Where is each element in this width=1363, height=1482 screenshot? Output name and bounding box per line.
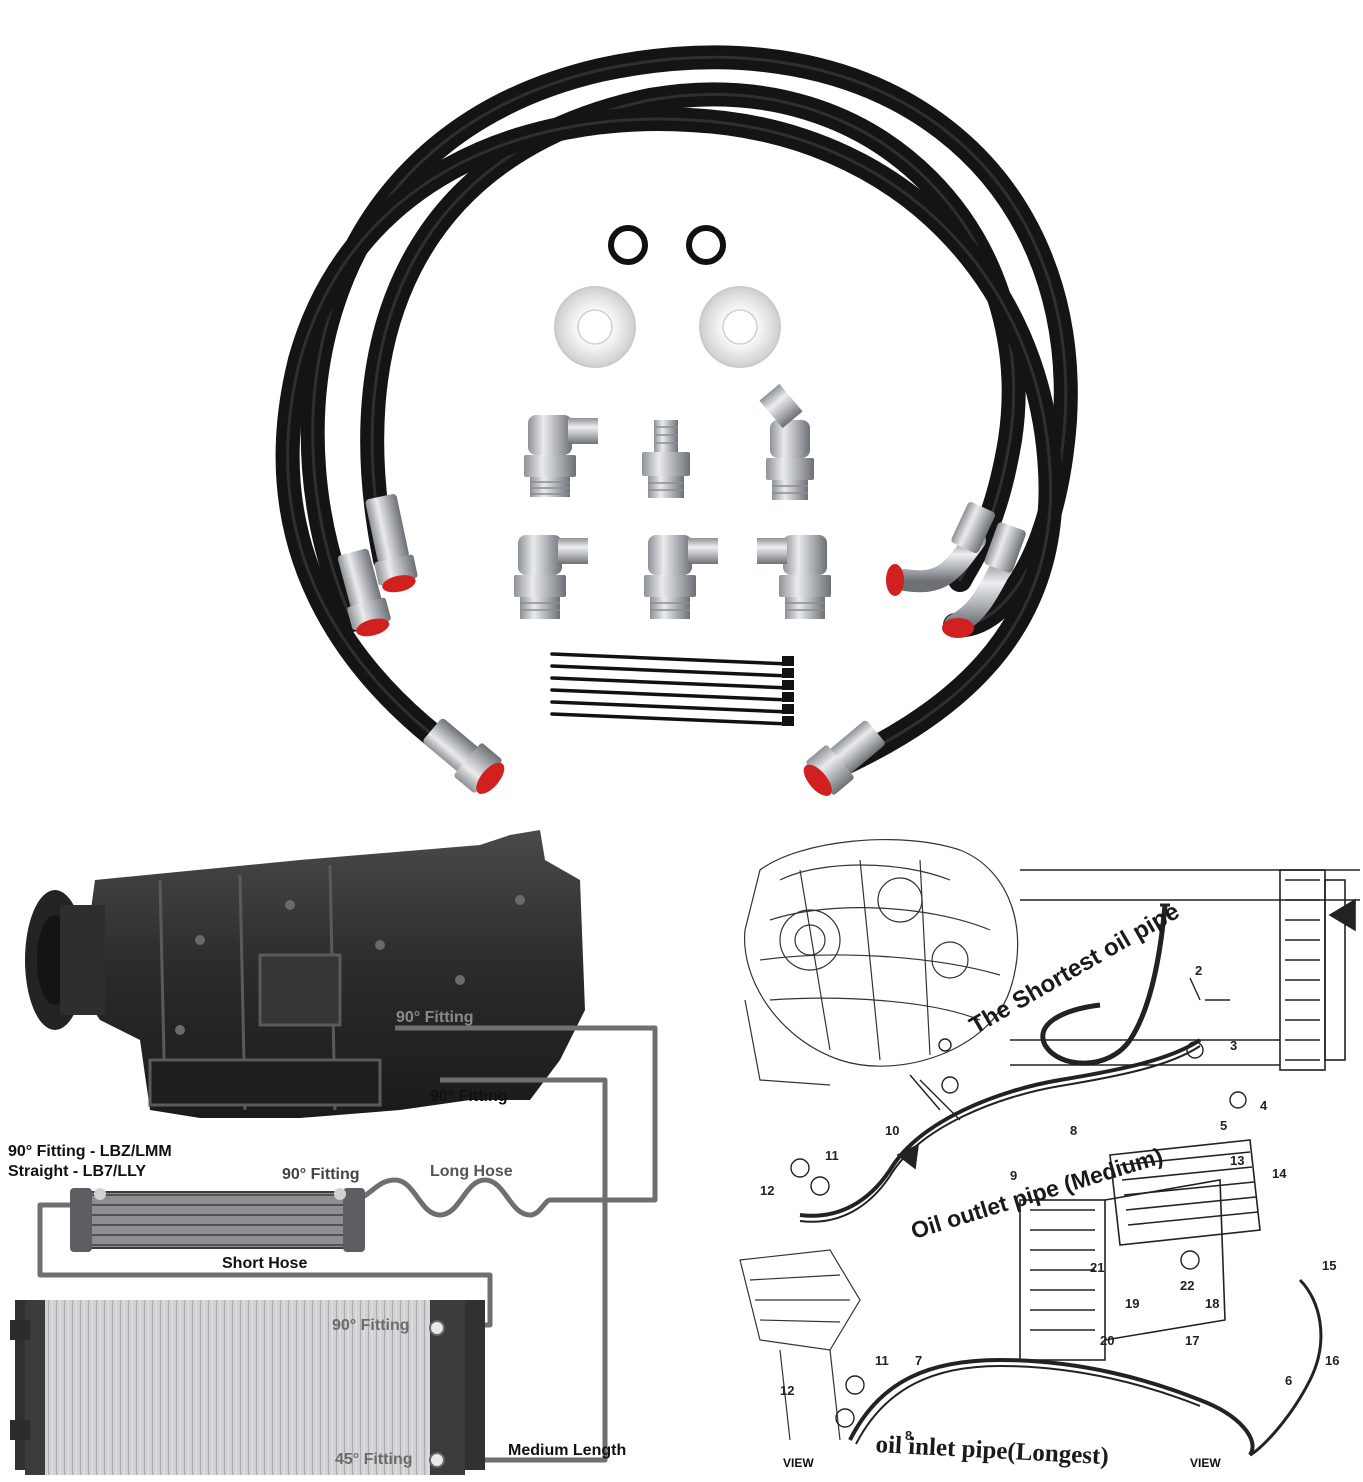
svg-text:16: 16 xyxy=(1325,1353,1339,1368)
hose-end-right-bent-1 xyxy=(886,502,995,596)
radiator-sketch xyxy=(1279,869,1346,1071)
svg-text:22: 22 xyxy=(1180,1278,1194,1293)
o-ring xyxy=(686,225,726,265)
shortest-pipe xyxy=(1040,904,1168,1066)
radiator xyxy=(10,1300,485,1475)
label-view-right: VIEW xyxy=(1190,1456,1221,1470)
svg-text:15: 15 xyxy=(1322,1258,1336,1273)
svg-text:9: 9 xyxy=(1010,1168,1017,1183)
routing-diagram xyxy=(10,830,658,1475)
washer xyxy=(699,286,781,368)
hose-end-left-middle xyxy=(365,494,418,593)
svg-text:10: 10 xyxy=(885,1123,899,1138)
label-radiator-fitting-45: 45° Fitting xyxy=(335,1451,413,1468)
svg-text:19: 19 xyxy=(1125,1296,1139,1311)
fitting-90 xyxy=(644,535,718,619)
svg-text:6: 6 xyxy=(1285,1373,1292,1388)
label-view-left: VIEW xyxy=(783,1456,814,1470)
o-ring xyxy=(608,225,648,265)
svg-text:2: 2 xyxy=(1195,963,1202,978)
svg-text:4: 4 xyxy=(1260,1098,1268,1113)
svg-text:18: 18 xyxy=(1205,1296,1219,1311)
label-fitting-90-upper: 90° Fitting xyxy=(396,1009,474,1026)
hose-end-bottom-right xyxy=(803,720,885,796)
svg-text:8: 8 xyxy=(905,1428,912,1443)
label-fitting-90-lower: 90° Fitting xyxy=(430,1088,508,1105)
svg-text:8: 8 xyxy=(1070,1123,1077,1138)
oil-cooler xyxy=(70,1188,365,1252)
svg-text:14: 14 xyxy=(1272,1166,1287,1181)
engine-sketch xyxy=(744,839,1019,1086)
label-medium-length: Medium Length xyxy=(508,1442,627,1459)
svg-text:17: 17 xyxy=(1185,1333,1199,1348)
svg-text:7: 7 xyxy=(915,1353,922,1368)
svg-text:12: 12 xyxy=(760,1183,774,1198)
inlet-pipe xyxy=(848,1357,1255,1457)
legend-line-1: 90° Fitting - LBZ/LMM xyxy=(8,1143,172,1160)
label-cooler-fitting: 90° Fitting xyxy=(282,1166,360,1183)
svg-text:21: 21 xyxy=(1090,1260,1104,1275)
transmission xyxy=(25,830,585,1118)
svg-text:12: 12 xyxy=(780,1383,794,1398)
washer xyxy=(554,286,636,368)
fitting-straight xyxy=(642,420,690,498)
hose-kit xyxy=(275,45,1078,796)
label-long-hose: Long Hose xyxy=(430,1163,513,1180)
legend-line-2: Straight - LB7/LLY xyxy=(8,1163,147,1180)
fitting-90 xyxy=(524,415,598,497)
label-short-hose: Short Hose xyxy=(222,1255,308,1272)
fitting-90 xyxy=(514,535,588,619)
svg-text:5: 5 xyxy=(1220,1118,1227,1133)
label-radiator-fitting-90: 90° Fitting xyxy=(332,1317,410,1334)
svg-text:3: 3 xyxy=(1230,1038,1237,1053)
fitting-45 xyxy=(759,383,814,500)
svg-text:13: 13 xyxy=(1230,1153,1244,1168)
svg-text:11: 11 xyxy=(825,1148,839,1163)
hose-end-left-upper xyxy=(337,548,391,637)
outlet-pipe xyxy=(799,1038,1202,1218)
cooler-sketch xyxy=(1019,1139,1261,1361)
cable-ties xyxy=(550,652,794,726)
svg-text:11: 11 xyxy=(875,1353,889,1368)
svg-text:20: 20 xyxy=(1100,1333,1114,1348)
hose-end-right-bent-2 xyxy=(942,522,1026,638)
fitting-90 xyxy=(757,535,831,619)
schematic-diagram: 2 3 4 5 13 14 8 9 10 11 12 22 21 19 15 16 17 18 2… xyxy=(739,839,1360,1457)
hose-end-bottom-left xyxy=(423,718,505,794)
